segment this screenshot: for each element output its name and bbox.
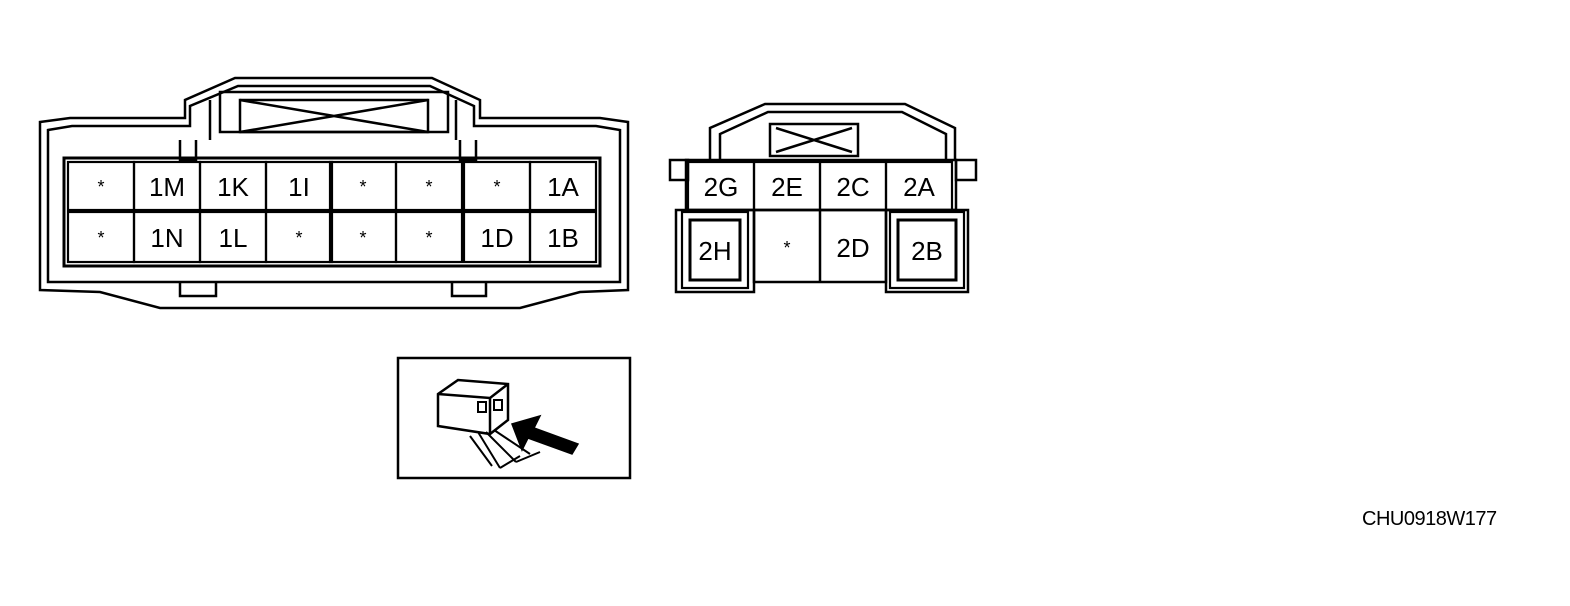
terminal-view-inset (396, 356, 632, 480)
connector-pin: * (462, 160, 532, 212)
connector-pin-label: 1K (217, 172, 249, 202)
connector-pin-label: 2B (911, 236, 943, 266)
connector-1 (38, 76, 630, 310)
connector-pin-label: * (425, 177, 432, 197)
connector-pin-label: * (425, 228, 432, 248)
connector-pin-label: * (97, 228, 104, 248)
connector-pin-label: 1M (149, 172, 185, 202)
connector-pin: 1A (528, 160, 598, 212)
connector-pin: 1M (132, 160, 202, 212)
connector-pin: * (328, 160, 398, 212)
connector-pin-label: 1L (219, 223, 248, 253)
arrow-icon (511, 414, 580, 455)
connector-pin: * (394, 210, 464, 264)
connector-pin-label: * (783, 238, 790, 258)
connector-pin-label: 1D (480, 223, 513, 253)
connector-pin: 2C (818, 160, 888, 212)
connector-pin: * (264, 210, 334, 264)
connector-pin: 1N (132, 210, 202, 264)
connector-2-pin-grid: 2G 2E 2C 2A 2H * 2D 2B (680, 160, 966, 290)
connector-pin: 2G (686, 160, 756, 212)
connector-pin-label: 2H (698, 236, 731, 266)
connector-pin: 2E (752, 160, 822, 212)
connector-pin-label: 2C (836, 172, 869, 202)
connector-pin: 1K (198, 160, 268, 212)
connector-pin-label: * (359, 228, 366, 248)
diagram-code-label: CHU0918W177 (1362, 508, 1497, 530)
connector-pin: 2H (680, 210, 750, 290)
connector-pin-label: 1I (288, 172, 310, 202)
connector-pin-label: * (97, 177, 104, 197)
connector-pin-label: 1B (547, 223, 579, 253)
connector-pin: 2A (884, 160, 954, 212)
connector-pin: 1B (528, 210, 598, 264)
connector-terminal-view-icon (436, 378, 541, 469)
connector-pin-label: * (493, 177, 500, 197)
connector-pin: * (328, 210, 398, 264)
connector-pin: * (66, 160, 136, 212)
connector-pin-label: 1A (547, 172, 579, 202)
connector-pin-label: * (295, 228, 302, 248)
connector-pin-label: 1N (150, 223, 183, 253)
connector-pin: 1L (198, 210, 268, 264)
connector-pin-label: 2E (771, 172, 803, 202)
connector-pin-label: 2A (903, 172, 935, 202)
connector-pin: 1D (462, 210, 532, 264)
connector-pin: * (394, 160, 464, 212)
connector-1-pin-grid: * 1M 1K 1I * * * 1A * 1N 1L * * * 1D 1B (66, 160, 598, 264)
connector-pin: * (66, 210, 136, 264)
connector-pin-label: 2G (704, 172, 739, 202)
connector-pin-label: 2D (836, 233, 869, 263)
connector-pin-label: * (359, 177, 366, 197)
connector-pin: 1I (264, 160, 334, 212)
connector-pin: 2B (888, 210, 966, 290)
